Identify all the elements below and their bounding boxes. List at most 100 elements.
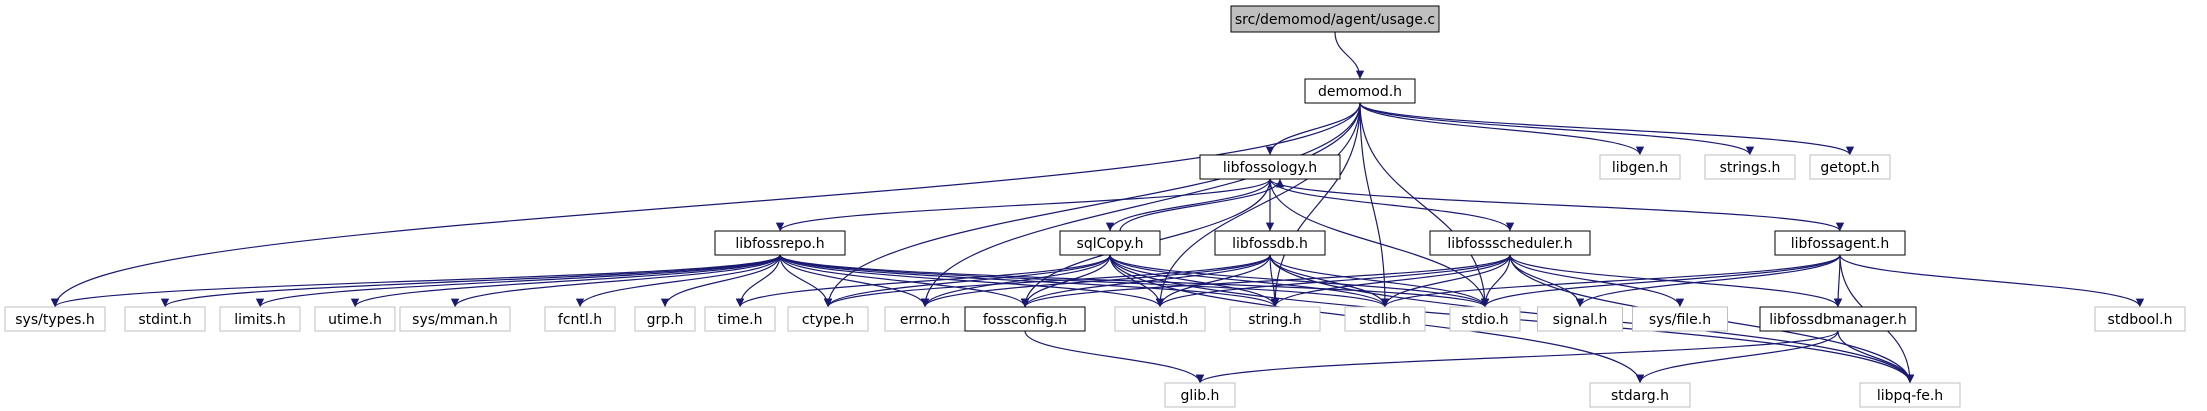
node-glib-h: glib.h — [1164, 382, 1236, 408]
edge-line — [1024, 330, 1205, 384]
edge-usage_c-to-demomod_h — [1334, 31, 1365, 80]
edge-sqlcopy_h-to-errno_h — [920, 254, 1111, 308]
node-fossconfig-h[interactable]: fossconfig.h — [964, 306, 1086, 332]
node-box — [399, 306, 511, 332]
edge-line — [1635, 330, 1839, 384]
node-label: string.h — [1248, 312, 1302, 328]
node-box — [1199, 154, 1341, 180]
edge-line — [1509, 254, 1843, 308]
node-label: libfossagent.h — [1791, 236, 1890, 252]
node-strings-h: strings.h — [1704, 154, 1796, 180]
node-label: ctype.h — [802, 312, 854, 328]
node-box — [1214, 230, 1326, 256]
edge-libfossrepo_h-to-errno_h — [779, 254, 930, 308]
node-label: stdio.h — [1461, 312, 1508, 328]
node-box — [884, 306, 966, 332]
edge-libfossdb_h-to-unistd_h — [1155, 254, 1271, 308]
node-label: fcntl.h — [558, 312, 602, 328]
edge-libfossdb_h-to-stdio_h — [1269, 254, 1490, 308]
edge-line — [920, 254, 1111, 308]
edge-libfossrepo_h-to-stdio_h — [779, 254, 1489, 308]
node-label: libfossdb.h — [1232, 236, 1308, 252]
edge-libfossdb_h-to-fossconfig_h — [1020, 254, 1271, 308]
edge-line — [1109, 254, 1490, 308]
node-box — [1859, 382, 1961, 408]
edge-line — [1359, 102, 1755, 156]
node-label: fossconfig.h — [983, 312, 1067, 328]
node-box — [1164, 382, 1236, 408]
node-libfossology-h[interactable]: libfossology.h — [1199, 154, 1341, 180]
edge-sqlcopy_h-to-stdlib_h — [1109, 254, 1390, 308]
node-box — [1704, 154, 1796, 180]
edge-libfossology_h-to-libfossrepo_h — [775, 178, 1271, 232]
edge-libfossagent_h-to-libfossdbmanager_h — [1833, 254, 1843, 308]
node-usage-c[interactable]: src/demomod/agent/usage.c — [1230, 5, 1440, 33]
node-box — [787, 306, 869, 332]
edge-line — [1269, 178, 1490, 308]
node-libfossrepo-h[interactable]: libfossrepo.h — [714, 230, 846, 256]
edge-libfossdbmanager_h-to-libpq_fe_h — [1837, 330, 1915, 384]
node-fcntl-h: fcntl.h — [544, 306, 616, 332]
node-box — [714, 230, 846, 256]
edge-line — [1839, 254, 2145, 308]
node-box — [1229, 306, 1321, 332]
node-libfossdb-h[interactable]: libfossdb.h — [1214, 230, 1326, 256]
edge-sqlcopy_h-to-time_h — [735, 254, 1111, 308]
node-label: time.h — [718, 312, 763, 328]
edge-demomod_h-to-string_h — [1270, 102, 1361, 308]
edge-line — [1380, 254, 1841, 308]
edge-demomod_h-to-stdio_h — [1359, 102, 1490, 308]
node-libfossscheduler-h[interactable]: libfossscheduler.h — [1429, 230, 1591, 256]
node-box — [1429, 230, 1591, 256]
edge-line — [1119, 178, 1285, 232]
node-ctype-h: ctype.h — [787, 306, 869, 332]
node-label: limits.h — [234, 312, 285, 328]
node-label: stdarg.h — [1611, 388, 1669, 404]
node-label: libfossscheduler.h — [1447, 236, 1572, 252]
edge-libfossscheduler_h-to-unistd_h — [1155, 254, 1511, 308]
node-label: sys/file.h — [1649, 312, 1711, 328]
edge-demomod_h-to-getopt_h — [1359, 102, 1855, 156]
edge-line — [823, 254, 1271, 308]
edge-line — [1380, 254, 1511, 308]
edge-line — [1155, 254, 1271, 308]
node-box — [704, 306, 776, 332]
node-box — [4, 306, 106, 332]
edge-line — [1359, 102, 1855, 156]
node-demomod-h[interactable]: demomod.h — [1304, 78, 1416, 104]
edge-libfossology_h-to-libfossscheduler_h — [1269, 178, 1515, 232]
node-label: stdint.h — [138, 312, 191, 328]
node-label: libfossology.h — [1223, 160, 1317, 176]
edge-line — [1020, 254, 1511, 308]
node-stdbool-h: stdbool.h — [2094, 306, 2186, 332]
node-label: stdlib.h — [1359, 312, 1411, 328]
node-time-h: time.h — [704, 306, 776, 332]
node-libgen-h: libgen.h — [1599, 154, 1681, 180]
node-box — [1759, 306, 1917, 332]
edge-line — [1359, 102, 1390, 308]
edge-line — [1109, 254, 1390, 308]
edge-libfossrepo_h-to-string_h — [779, 254, 1280, 308]
edge-line — [1020, 254, 1271, 308]
node-libfossdbmanager-h[interactable]: libfossdbmanager.h — [1759, 306, 1917, 332]
node-layer: src/demomod/agent/usage.c demomod.h libfos… — [4, 5, 2186, 408]
node-grp-h: grp.h — [634, 306, 696, 332]
edge-libfossdb_h-to-ctype_h — [823, 254, 1271, 308]
edge-line — [823, 254, 1111, 308]
edge-line — [255, 254, 781, 308]
node-sqlcopy-h[interactable]: sqlCopy.h — [1059, 230, 1161, 256]
edge-sqlcopy_h-to-stdio_h — [1109, 254, 1490, 308]
edge-line — [1480, 254, 1841, 308]
node-box — [1599, 154, 1681, 180]
edge-line — [450, 254, 781, 308]
node-box — [219, 306, 301, 332]
node-label: errno.h — [900, 312, 950, 328]
node-libpq-fe-h: libpq-fe.h — [1859, 382, 1961, 408]
edge-libfossrepo_h-to-stdlib_h — [779, 254, 1390, 308]
edge-line — [735, 254, 1111, 308]
node-label: sqlCopy.h — [1077, 236, 1144, 252]
edge-sqlcopy_h-to-string_h — [1109, 254, 1280, 308]
node-libfossagent-h[interactable]: libfossagent.h — [1774, 230, 1906, 256]
node-box — [1809, 154, 1891, 180]
